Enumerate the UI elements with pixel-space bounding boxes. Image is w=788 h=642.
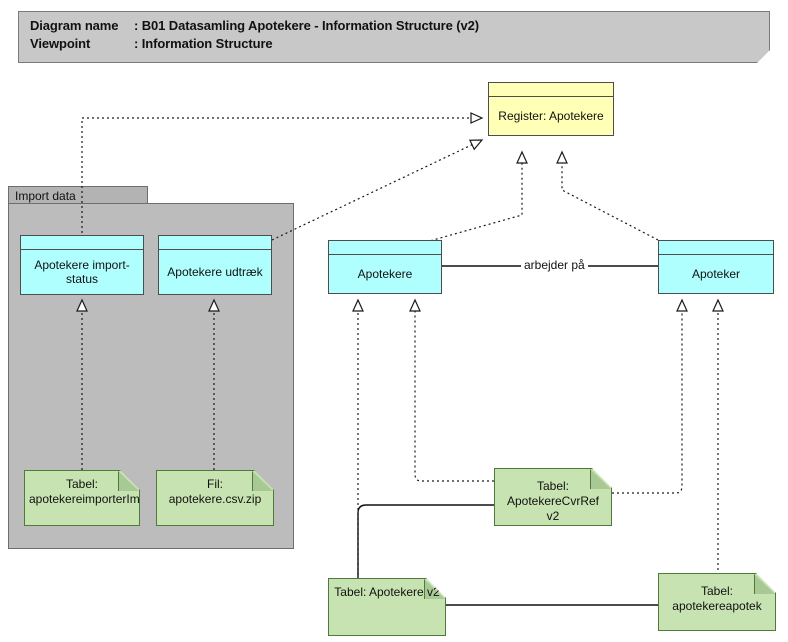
edge-apoteker-to-register (556, 150, 659, 241)
edge-apotekere-to-register (425, 150, 528, 243)
node-apotekere-import-status-label: Apotekere import-status (34, 258, 130, 286)
node-apotekere-udtraek-label: Apotekere udtræk (167, 265, 263, 279)
edge-cvrref-to-apoteker (612, 298, 688, 494)
viewpoint-key: Viewpoint (30, 36, 91, 51)
node-register-apotekere[interactable]: Register: Apotekere (488, 82, 614, 136)
node-apotekere-label: Apotekere (357, 267, 413, 281)
node-apotekere-udtraek[interactable]: Apotekere udtræk (158, 235, 272, 295)
node-tabel-apotekereapotek-label: Tabel: apotekereapotek (672, 584, 762, 613)
diagram-name-value: : B01 Datasamling Apotekere - Informatio… (134, 18, 479, 33)
node-tabel-apotekereapotek[interactable]: Tabel: apotekereapotek (658, 573, 776, 631)
viewpoint-line: Viewpoint : Information Structure (30, 36, 273, 51)
diagram-name-key: Diagram name (30, 18, 119, 33)
node-tabel-apotekereimporterimportstatus[interactable]: Tabel: apotekereimporterImportStatus (24, 470, 140, 526)
edge-cvrref-to-tabelapotekerev2 (357, 504, 494, 585)
node-tabel-apotekere-v2[interactable]: Tabel: Apotekere v2 (328, 578, 446, 636)
viewpoint-value: : Information Structure (134, 36, 273, 51)
node-fil-apotekere-csv-zip[interactable]: Fil: apotekere.csv.zip (156, 470, 274, 526)
node-apotekere[interactable]: Apotekere (328, 240, 442, 294)
node-apoteker[interactable]: Apoteker (658, 240, 774, 294)
node-header-bar (21, 236, 143, 250)
node-apotekere-import-status[interactable]: Apotekere import-status (20, 235, 144, 295)
node-header-bar (489, 83, 613, 97)
group-import-data-tab[interactable]: Import data (8, 186, 148, 204)
node-header-bar (659, 241, 773, 255)
edge-cvrref-to-apotekere (409, 298, 494, 482)
node-fil-apotekere-csv-zip-label: Fil: apotekere.csv.zip (168, 477, 262, 506)
node-tabel-apotekerecvrref-v2[interactable]: Tabel: ApotekereCvrRef v2 (494, 468, 612, 526)
edge-label-arbejder-paa: arbejder på (521, 258, 588, 272)
node-header-bar (159, 236, 271, 250)
diagram-name-line: Diagram name : B01 Datasamling Apotekere … (30, 18, 479, 33)
node-apoteker-label: Apoteker (691, 267, 741, 281)
node-tabel-apotekereimporterimportstatus-label: Tabel: apotekereimporterImportStatus (29, 477, 195, 506)
node-tabel-apotekere-v2-label: Tabel: Apotekere v2 (334, 585, 440, 599)
node-header-bar (329, 241, 441, 255)
edge-udtraek-to-register (271, 139, 484, 241)
node-register-apotekere-label: Register: Apotekere (498, 109, 604, 123)
diagram-header-banner: Diagram name : B01 Datasamling Apotekere … (18, 11, 770, 63)
node-tabel-apotekerecvrref-v2-label: Tabel: ApotekereCvrRef v2 (506, 479, 600, 523)
group-import-data-label: Import data (15, 189, 76, 203)
